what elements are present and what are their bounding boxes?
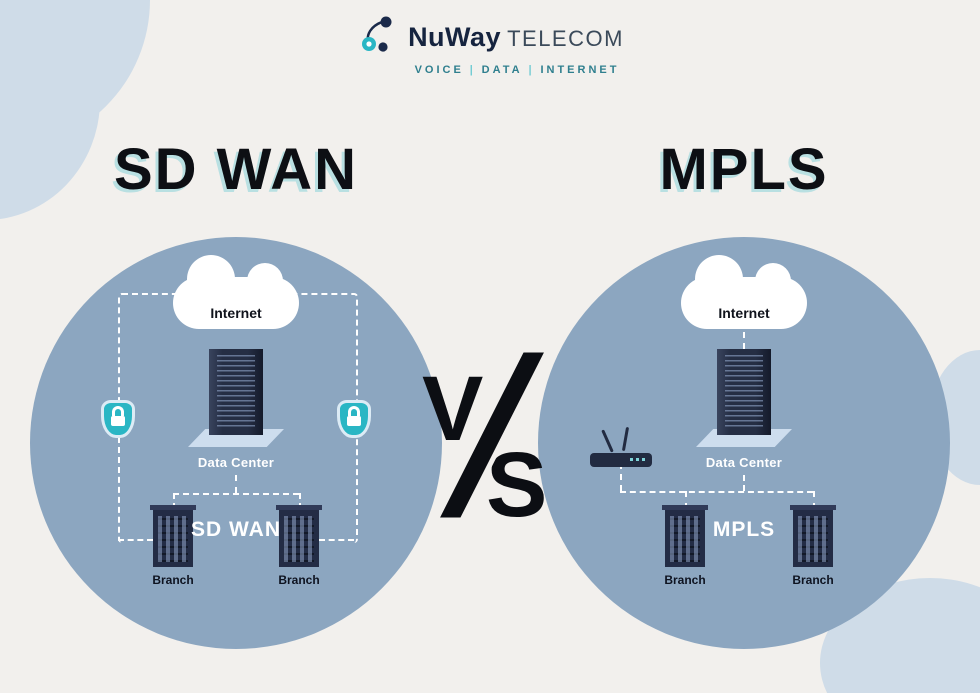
router-antenna (621, 426, 630, 452)
branch2-stub (299, 493, 301, 509)
internet-cloud: Internet (681, 255, 807, 329)
branch2-label: Branch (278, 573, 320, 587)
datacenter-server-icon (717, 349, 771, 435)
branch-bus-line (620, 491, 813, 493)
branch1-label: Branch (664, 573, 706, 587)
dashed-link-right-branch (319, 539, 354, 541)
datacenter-label: Data Center (705, 455, 783, 470)
lock-shackle (348, 406, 360, 416)
cloud-to-server-line (743, 321, 745, 349)
datacenter-label: Data Center (197, 455, 275, 470)
sdwan-diagram-circle: Internet Data Center Branch Branch SD WA… (30, 237, 442, 649)
router-stub (620, 463, 622, 491)
branch-building-icon (150, 505, 196, 567)
branch1-stub (173, 493, 175, 509)
lock-shackle (112, 406, 124, 416)
security-lock-icon (337, 400, 371, 438)
branch1-label: Branch (152, 573, 194, 587)
internet-cloud: Internet (173, 255, 299, 329)
branch2-stub (813, 491, 815, 509)
tagline-divider: | (469, 64, 476, 76)
branch-building-icon (276, 505, 322, 567)
branch-bus-line (173, 493, 299, 495)
branch2-label: Branch (792, 573, 834, 587)
dashed-link-left-branch (118, 539, 153, 541)
branch-building-icon (662, 505, 708, 567)
lock-body (111, 416, 125, 426)
brand-logo-icon (356, 14, 398, 61)
mpls-title: MPLS (659, 137, 829, 202)
datacenter-server-icon (209, 349, 263, 435)
vs-mark: V S (422, 347, 562, 536)
router-body (590, 453, 652, 467)
tagline-divider: | (528, 64, 535, 76)
brand-name: NuWay (408, 22, 502, 52)
branch1-stub (685, 491, 687, 509)
tagline-voice: VOICE (414, 64, 464, 76)
internet-label: Internet (210, 305, 262, 321)
mpls-diagram-circle: Internet Data Center Branch Branch MPLS (538, 237, 950, 649)
internet-label: Internet (718, 305, 770, 321)
security-lock-icon (101, 400, 135, 438)
tagline-data: DATA (481, 64, 523, 76)
mpls-network-label: MPLS (712, 518, 776, 541)
sdwan-title: SD WAN (114, 137, 358, 202)
brand-suffix: TELECOM (507, 26, 624, 51)
lock-body (347, 416, 361, 426)
datacenter-drop-line (235, 475, 237, 493)
sdwan-network-label: SD WAN (191, 518, 281, 541)
brand-tagline: VOICE | DATA | INTERNET (415, 64, 620, 76)
datacenter-drop-line (743, 475, 745, 491)
router-icon (590, 426, 652, 467)
tagline-internet: INTERNET (540, 64, 620, 76)
branch-building-icon (790, 505, 836, 567)
router-antenna (601, 429, 614, 453)
